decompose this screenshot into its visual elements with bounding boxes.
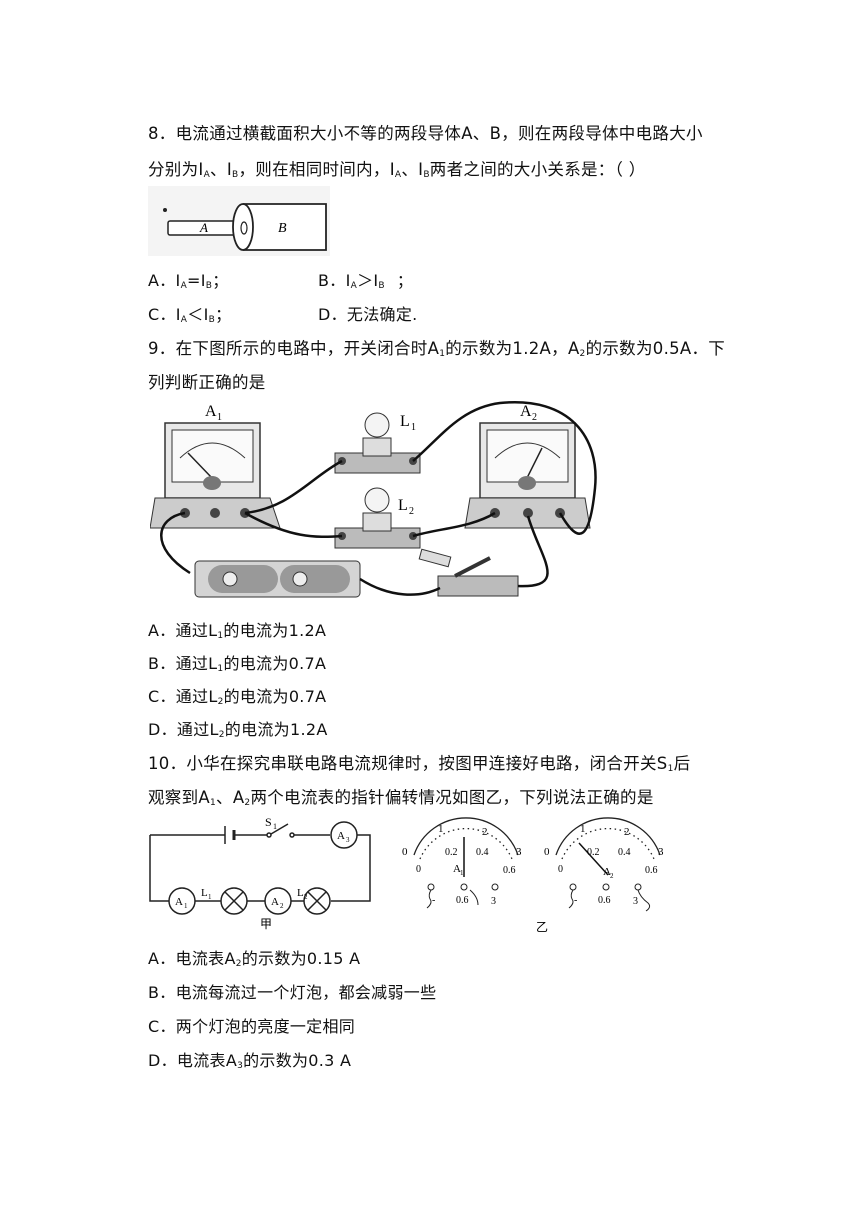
svg-text:1: 1 <box>208 893 212 901</box>
q8-option-b: B．IA＞IB； <box>318 271 414 291</box>
svg-text:2: 2 <box>280 902 284 910</box>
q9-stem-line1: 9．在下图所示的电路中，开关闭合时A1的示数为1.2A，A2的示数为0.5A．下 <box>148 339 726 359</box>
q9-option-c: C．通过L2的电流为0.7A <box>148 687 327 707</box>
svg-text:2: 2 <box>482 826 488 838</box>
ammeter-a2-icon: A 2 <box>464 403 591 529</box>
svg-text:2: 2 <box>610 872 614 880</box>
svg-text:S: S <box>265 815 272 829</box>
svg-text:3: 3 <box>491 896 496 907</box>
meter-a2-dial: 1 2 0 0.2 0.4 3 0 0.6 A 2 - 0.6 3 <box>544 817 664 912</box>
battery-icon <box>194 560 361 598</box>
svg-text:1: 1 <box>411 422 416 433</box>
svg-text:0.6: 0.6 <box>598 895 611 906</box>
q10-meter-readings-yi: 1 2 0 0.2 0.4 3 0 0.6 A 1 - 0.6 3 1 2 0 … <box>402 817 664 934</box>
svg-text:3: 3 <box>346 836 350 844</box>
svg-text:A: A <box>175 896 183 908</box>
q8-option-a: A．IA=IB； <box>148 271 229 291</box>
q8-fig-label-b: B <box>278 221 287 236</box>
q9-option-d: D．通过L2的电流为1.2A <box>148 720 328 740</box>
svg-text:L: L <box>201 887 208 899</box>
q8-stem-line1: 8．电流通过横截面积大小不等的两段导体A、B，则在两段导体中电路大小 <box>148 124 703 143</box>
q10-stem-line2: 观察到A1、A2两个电流表的指针偏转情况如图乙，下列说法正确的是 <box>148 788 654 808</box>
svg-text:1: 1 <box>580 823 586 835</box>
svg-text:1: 1 <box>438 823 444 835</box>
q9-option-a: A．通过L1的电流为1.2A <box>148 621 327 641</box>
q10-option-b: B．电流每流过一个灯泡，都会减弱一些 <box>148 983 437 1002</box>
svg-text:0.6: 0.6 <box>456 895 469 906</box>
label-jia: 甲 <box>260 917 272 931</box>
q8-option-d: D．无法确定. <box>318 305 418 324</box>
meter-a1-dial: 1 2 0 0.2 0.4 3 0 0.6 A 1 - 0.6 3 <box>402 817 522 909</box>
svg-text:0: 0 <box>558 864 563 875</box>
q8-option-c: C．IA＜IB； <box>148 305 232 325</box>
svg-text:A: A <box>520 403 532 420</box>
q10-option-a: A．电流表A2的示数为0.15 A <box>148 949 361 969</box>
svg-text:1: 1 <box>273 822 277 831</box>
q8-conductor-figure: A B <box>148 186 330 256</box>
bulb-l1-icon: L 1 <box>334 412 421 474</box>
switch-icon <box>418 548 519 597</box>
svg-text:2: 2 <box>624 826 630 838</box>
svg-text:A: A <box>453 863 461 875</box>
svg-text:0.4: 0.4 <box>476 847 489 858</box>
svg-text:L: L <box>400 413 410 430</box>
svg-text:0.6: 0.6 <box>645 865 658 876</box>
svg-text:0: 0 <box>416 864 421 875</box>
svg-text:-: - <box>432 895 435 906</box>
q8-stem-line2: 分别为IA、IB，则在相同时间内，IA、IB两者之间的大小关系是：（ ） <box>148 160 646 180</box>
svg-text:2: 2 <box>532 412 537 423</box>
bulb-l2-icon: L 2 <box>334 487 421 549</box>
q9-stem-line2: 列判断正确的是 <box>148 373 266 392</box>
svg-text:L: L <box>297 887 304 899</box>
svg-text:2: 2 <box>304 893 308 901</box>
svg-text:0: 0 <box>402 846 408 858</box>
svg-text:3: 3 <box>633 896 638 907</box>
svg-text:0: 0 <box>544 846 550 858</box>
svg-text:0.4: 0.4 <box>618 847 631 858</box>
svg-text:1: 1 <box>184 902 188 910</box>
svg-text:A: A <box>271 896 279 908</box>
svg-text:1: 1 <box>460 869 464 877</box>
svg-text:A: A <box>603 866 611 878</box>
ammeter-a1-icon: A 1 <box>150 403 281 529</box>
svg-text:1: 1 <box>217 412 222 423</box>
label-yi: 乙 <box>536 920 548 934</box>
svg-text:A: A <box>337 830 345 842</box>
svg-text:3: 3 <box>516 846 522 858</box>
svg-text:L: L <box>398 497 408 514</box>
q8-fig-label-a: A <box>199 220 208 235</box>
svg-text:0.2: 0.2 <box>445 847 458 858</box>
svg-text:2: 2 <box>409 506 414 517</box>
q9-circuit-photo: A 1 L 1 L 2 A 2 <box>150 400 597 598</box>
q10-circuit-diagram-jia: S 1 A 3 A 1 L 1 A 2 L 2 甲 <box>149 815 371 931</box>
svg-text:3: 3 <box>658 846 664 858</box>
svg-text:-: - <box>574 895 577 906</box>
q10-option-c: C．两个灯泡的亮度一定相同 <box>148 1017 356 1036</box>
q10-stem-line1: 10．小华在探究串联电路电流规律时，按图甲连接好电路，闭合开关S1后 <box>148 754 691 774</box>
q10-option-d: D．电流表A3的示数为0.3 A <box>148 1051 352 1071</box>
q9-option-b: B．通过L1的电流为0.7A <box>148 654 327 674</box>
svg-text:A: A <box>205 403 217 420</box>
svg-text:0.6: 0.6 <box>503 865 516 876</box>
svg-text:0.2: 0.2 <box>587 847 600 858</box>
